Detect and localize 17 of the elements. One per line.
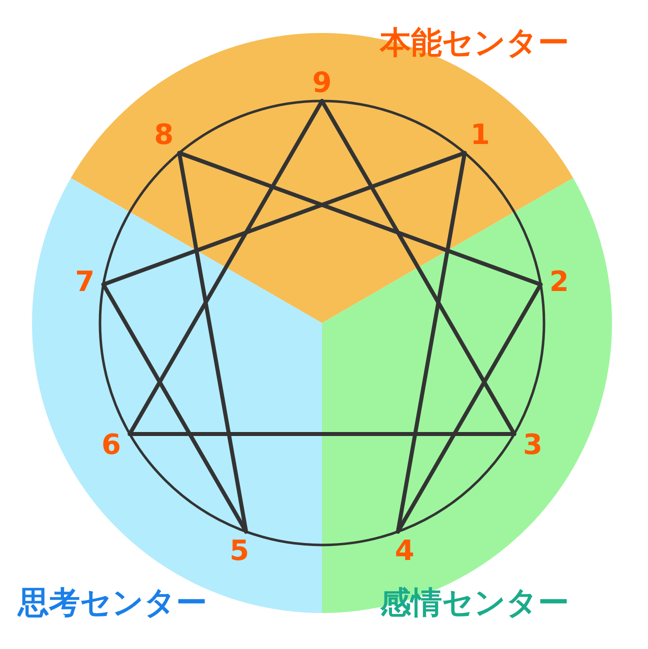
point-number: 6 xyxy=(93,426,130,463)
point-number: 1 xyxy=(462,116,498,153)
point-number: 3 xyxy=(514,426,551,463)
point-number: 7 xyxy=(66,263,103,300)
connector-line xyxy=(177,150,248,534)
connector-line xyxy=(101,150,467,286)
connector-line xyxy=(128,99,324,436)
point-number: 9 xyxy=(304,64,340,100)
connector-line xyxy=(396,150,467,534)
point-number: 8 xyxy=(146,116,182,153)
center-heading: 思考センター xyxy=(18,588,207,619)
connector-line xyxy=(320,99,516,436)
point-number: 4 xyxy=(386,532,423,568)
connector-line xyxy=(128,432,516,436)
center-heading: 感情センター xyxy=(380,588,569,619)
point-number: 5 xyxy=(221,532,258,568)
point-number: 2 xyxy=(541,263,578,300)
